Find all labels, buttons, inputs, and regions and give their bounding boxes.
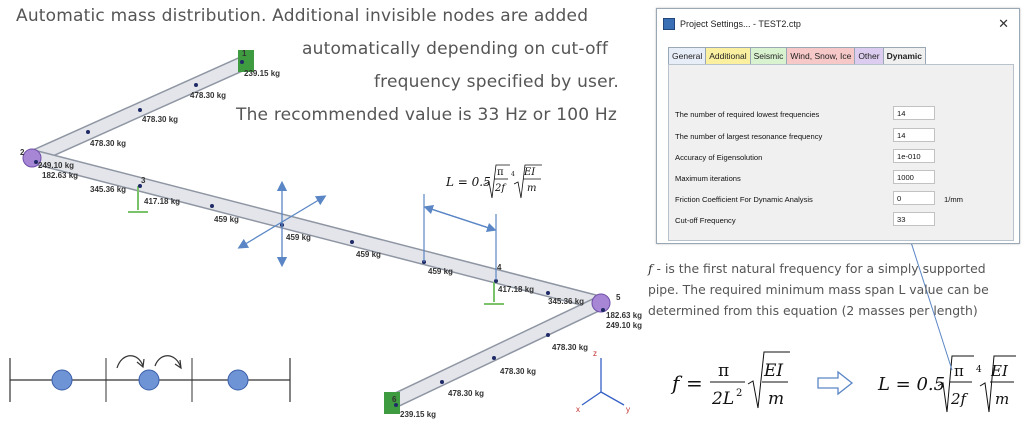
- row-label-lowest-frequencies: The number of required lowest frequencie…: [675, 110, 820, 119]
- svg-text:4: 4: [511, 171, 515, 178]
- svg-text:EI: EI: [523, 167, 536, 178]
- tab-other[interactable]: Other: [854, 47, 884, 64]
- frequency-formula: f = π 2L 2 EI m: [670, 351, 790, 409]
- resonance-frequency-input[interactable]: 14: [893, 128, 935, 142]
- row-label-max-iterations: Maximum iterations: [675, 174, 741, 183]
- caption-line-4: The recommended value is 33 Hz or 100 Hz: [236, 105, 617, 125]
- implies-arrow: [817, 370, 854, 396]
- close-icon[interactable]: ✕: [998, 16, 1009, 31]
- cutoff-frequency-input[interactable]: 33: [893, 212, 935, 226]
- eigen-accuracy-input[interactable]: 1e-010: [893, 149, 935, 163]
- row-label-resonance-frequency: The number of largest resonance frequenc…: [675, 132, 823, 141]
- svg-text:L = 0.5: L = 0.5: [877, 374, 945, 395]
- node-label-2: 2: [20, 148, 25, 157]
- svg-text:2f: 2f: [950, 390, 969, 408]
- mass-label: 459 kg: [356, 250, 381, 259]
- row-label-friction: Friction Coefficient For Dynamic Analysi…: [675, 195, 813, 204]
- axis-triad: [581, 358, 625, 406]
- mass-label: 182.63 kg: [42, 171, 78, 180]
- mass-label: 182.63 kg: [606, 311, 642, 320]
- project-settings-dialog: Project Settings... - TEST2.ctp ✕ Genera…: [656, 8, 1020, 244]
- motion-arrows: [237, 180, 327, 268]
- node-label-3: 3: [141, 176, 146, 185]
- dialog-titlebar: Project Settings... - TEST2.ctp: [657, 9, 1019, 39]
- tab-additional[interactable]: Additional: [705, 47, 751, 64]
- caption-line-3: frequency specified by user.: [374, 72, 619, 92]
- mass-points: [34, 60, 605, 407]
- f-symbol: f: [648, 261, 653, 276]
- node-label-1: 1: [242, 49, 247, 58]
- mass-label: 478.30 kg: [142, 115, 178, 124]
- mass-label: 239.15 kg: [400, 410, 436, 419]
- mass-label: 239.15 kg: [244, 69, 280, 78]
- svg-text:2L: 2L: [711, 389, 734, 409]
- mass-label: 249.10 kg: [38, 161, 74, 170]
- caption-line-1: Automatic mass distribution. Additional …: [16, 6, 589, 26]
- mass-label: 345.36 kg: [548, 297, 584, 306]
- friction-unit: 1/mm: [944, 195, 963, 204]
- elbow-node-5: [591, 293, 611, 313]
- mass-labels: 239.15 kg 478.30 kg 478.30 kg 478.30 kg …: [38, 69, 642, 419]
- settings-tabs: General Additional Seismic Wind, Snow, I…: [668, 47, 927, 64]
- dialog-title: Project Settings... - TEST2.ctp: [680, 19, 801, 29]
- mass-label: 459 kg: [428, 267, 453, 276]
- mass-label: 478.30 kg: [190, 91, 226, 100]
- svg-text:EI: EI: [763, 361, 783, 381]
- tab-dynamic[interactable]: Dynamic: [882, 47, 927, 64]
- svg-text:=: =: [686, 371, 703, 395]
- row-label-cutoff-frequency: Cut-off Frequency: [675, 216, 736, 225]
- row-label-eigen-accuracy: Accuracy of Eigensolution: [675, 153, 763, 162]
- mass-label: 459 kg: [214, 215, 239, 224]
- mass-label: 345.36 kg: [90, 185, 126, 194]
- svg-text:π: π: [954, 362, 964, 380]
- svg-text:4: 4: [976, 365, 982, 375]
- description-text: - is the first natural frequency for a s…: [648, 261, 989, 318]
- max-iterations-input[interactable]: 1000: [893, 170, 935, 184]
- sliding-support-3: [128, 186, 148, 213]
- frequency-description: f - is the first natural frequency for a…: [648, 258, 1018, 321]
- svg-text:m: m: [527, 183, 536, 194]
- node-label-4: 4: [497, 263, 502, 272]
- mass-label: 459 kg: [286, 233, 311, 242]
- anchor-support-1: [238, 50, 254, 72]
- mass-label: 478.30 kg: [448, 389, 484, 398]
- pipe-segments: [26, 54, 608, 410]
- span-dimension: [423, 194, 497, 280]
- mass-label: 417.18 kg: [498, 285, 534, 294]
- svg-text:m: m: [995, 390, 1009, 408]
- node-label-5: 5: [616, 293, 621, 302]
- svg-text:m: m: [768, 389, 784, 409]
- anchor-support-6: [384, 392, 400, 414]
- mass-label: 478.30 kg: [90, 139, 126, 148]
- lumped-mass-schematic: [9, 355, 291, 402]
- span-formula-bottom: L = 0.5 π 2f 4 EI m: [877, 355, 1016, 413]
- mass-label: 478.30 kg: [552, 343, 588, 352]
- svg-text:π: π: [497, 167, 504, 178]
- mass-label: 249.10 kg: [606, 321, 642, 330]
- axis-z-label: z: [593, 349, 597, 358]
- sliding-support-4: [484, 282, 504, 305]
- mass-label: 417.18 kg: [144, 197, 180, 206]
- tab-general[interactable]: General: [668, 47, 707, 64]
- svg-text:EI: EI: [990, 362, 1009, 380]
- tab-seismic[interactable]: Seismic: [749, 47, 788, 64]
- span-formula-top: L = 0.5 π 2f 4 EI m: [445, 164, 542, 199]
- friction-input[interactable]: 0: [893, 191, 935, 205]
- svg-text:L = 0.5: L = 0.5: [445, 175, 491, 189]
- app-icon: [663, 18, 675, 30]
- node-label-6: 6: [392, 395, 397, 404]
- axis-y-label: y: [626, 405, 630, 414]
- svg-text:π: π: [718, 361, 729, 381]
- tab-wind-snow-ice[interactable]: Wind, Snow, Ice: [786, 47, 856, 64]
- svg-text:2f: 2f: [494, 183, 507, 194]
- mass-label: 478.30 kg: [500, 367, 536, 376]
- svg-text:f: f: [670, 371, 683, 395]
- lowest-frequencies-input[interactable]: 14: [893, 106, 935, 120]
- svg-text:2: 2: [736, 388, 742, 399]
- dynamic-settings-panel: The number of required lowest frequencie…: [668, 64, 1014, 241]
- caption-line-2: automatically depending on cut-off: [302, 39, 609, 59]
- axis-x-label: x: [576, 405, 580, 414]
